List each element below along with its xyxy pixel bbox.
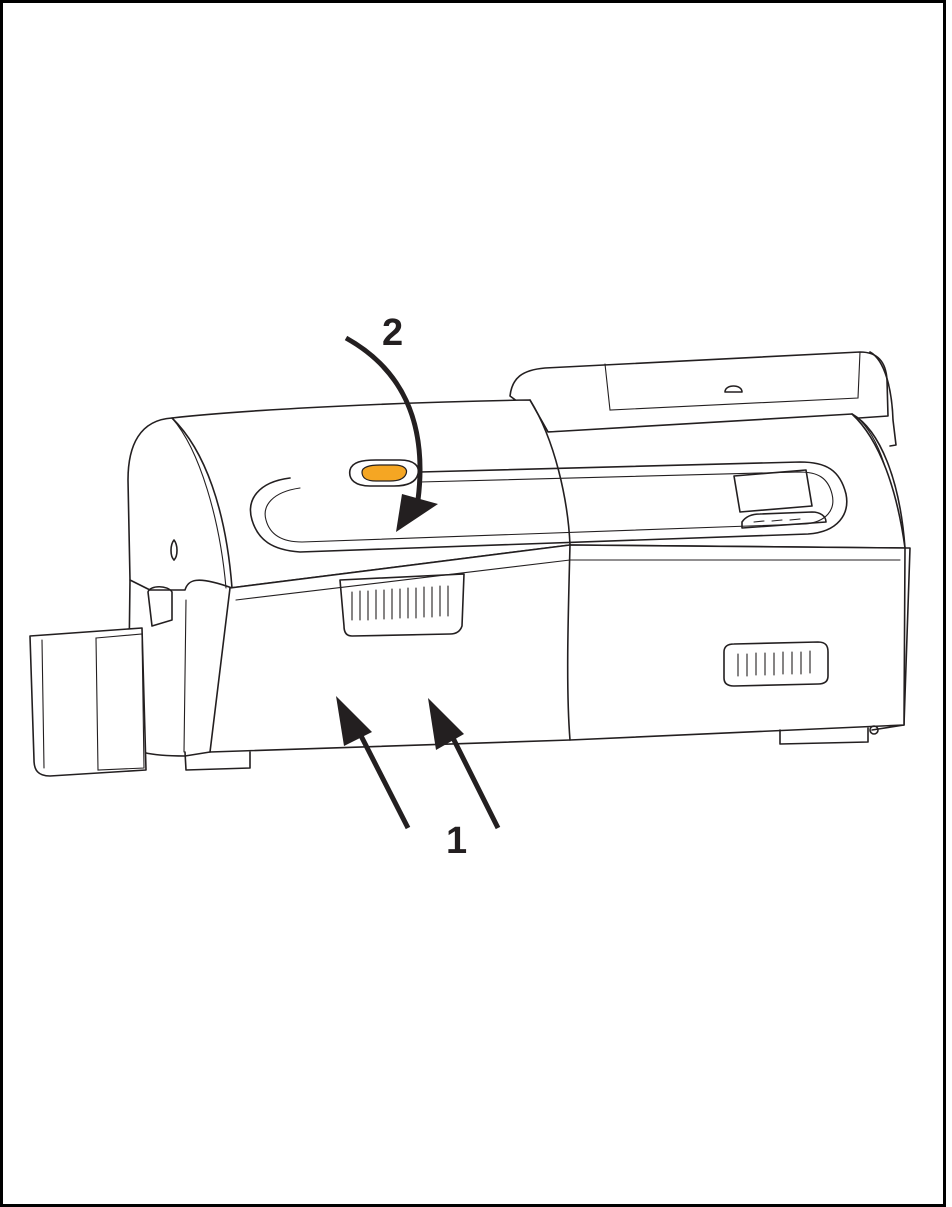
hopper-clip [147,585,173,627]
arrow-1b [428,698,501,830]
front-vent-right [723,641,829,687]
callout-2: 2 [382,312,403,354]
left-end-cap [127,417,233,591]
rear-module-knob [724,385,743,393]
card-printer-illustration [29,351,911,777]
foot-right [779,727,869,745]
front-vent-left [339,573,465,637]
arrow-1a [336,696,411,830]
side-latch [170,539,178,561]
output-card-hopper [29,627,147,777]
cover-release-button [348,459,420,487]
top-channel [249,461,848,553]
front-panel-seam [566,544,571,741]
lcd-display [733,469,813,513]
control-buttons [741,511,827,529]
arrow-2-curved [344,335,438,532]
rear-module [509,351,889,433]
foot-left [184,751,251,771]
callout-1: 1 [446,820,467,862]
